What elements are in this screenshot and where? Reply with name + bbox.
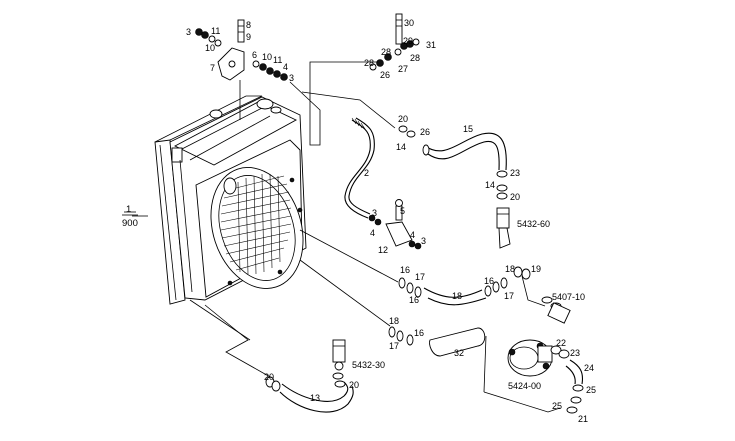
label-3d: 3 [421,236,426,246]
label-12: 12 [378,245,388,255]
label-20a: 20 [398,114,408,124]
label-11b: 11 [273,55,282,65]
bracket-12 [385,199,422,250]
label-13: 13 [310,393,320,403]
hose-18 [398,266,546,307]
label-17c: 17 [389,341,399,351]
label-16a: 16 [400,265,410,275]
label-11a: 11 [211,26,220,36]
label-17a: 17 [415,272,425,282]
label-18c: 18 [389,316,399,326]
part-labels: 1 900 3 11 8 9 10 7 6 10 11 4 3 30 29 31… [122,18,596,424]
label-32: 32 [454,348,464,358]
label-20c: 20 [264,372,274,382]
label-20d: 20 [349,380,359,390]
label-4c: 4 [410,230,415,240]
fitting-5432-30 [332,339,346,380]
label-3c: 3 [372,208,377,218]
part-5424-00: 5424-00 [508,381,541,391]
upper-bracket [195,19,288,120]
part-5432-30: 5432-30 [352,360,385,370]
label-6: 6 [252,50,257,60]
label-18a: 18 [452,291,462,301]
label-10b: 10 [262,52,272,62]
label-14b: 14 [485,180,495,190]
part-5432-60: 5432-60 [517,219,550,229]
fitting-5432-60 [496,207,511,249]
label-21: 21 [578,414,588,424]
label-10a: 10 [205,43,215,53]
label-25b: 25 [552,401,562,411]
label-2: 2 [364,168,369,178]
label-18b: 18 [505,264,515,274]
label-27: 27 [398,64,408,74]
label-28b: 28 [410,53,420,63]
label-23a: 23 [510,168,520,178]
label-900: 900 [122,218,138,229]
label-19: 19 [531,264,541,274]
label-16d: 16 [414,328,424,338]
label-29: 29 [403,36,413,46]
label-1: 1 [126,204,131,215]
label-3a: 3 [186,27,191,37]
label-31: 31 [426,40,436,50]
pump-5424-00 [507,339,584,414]
label-22: 22 [556,338,566,348]
label-16c: 16 [484,276,494,286]
label-20b: 20 [510,192,520,202]
label-17b: 17 [504,291,514,301]
label-28a: 28 [381,47,391,57]
hose-15 [398,125,508,200]
label-4b: 4 [370,228,375,238]
radiator-assembly [154,95,307,305]
label-7: 7 [210,63,215,73]
label-8: 8 [246,20,251,30]
label-28c: 28 [364,58,374,68]
label-4a: 4 [283,62,288,72]
label-25a: 25 [586,385,596,395]
label-15: 15 [463,124,473,134]
label-23b: 23 [570,348,580,358]
label-26: 26 [380,70,390,80]
hose-32 [388,326,561,413]
vent-fittings [369,13,420,71]
label-26b: 26 [420,127,430,137]
label-24: 24 [584,363,594,373]
fitting-5407-10 [541,296,571,324]
label-9: 9 [246,32,251,42]
label-5: 5 [400,206,405,216]
label-30: 30 [404,18,414,28]
label-3b: 3 [289,73,294,83]
pipe-2 [344,117,382,226]
part-5407-10: 5407-10 [552,292,585,302]
label-16b: 16 [409,295,419,305]
hose-13 [265,376,354,413]
label-14a: 14 [396,142,406,152]
